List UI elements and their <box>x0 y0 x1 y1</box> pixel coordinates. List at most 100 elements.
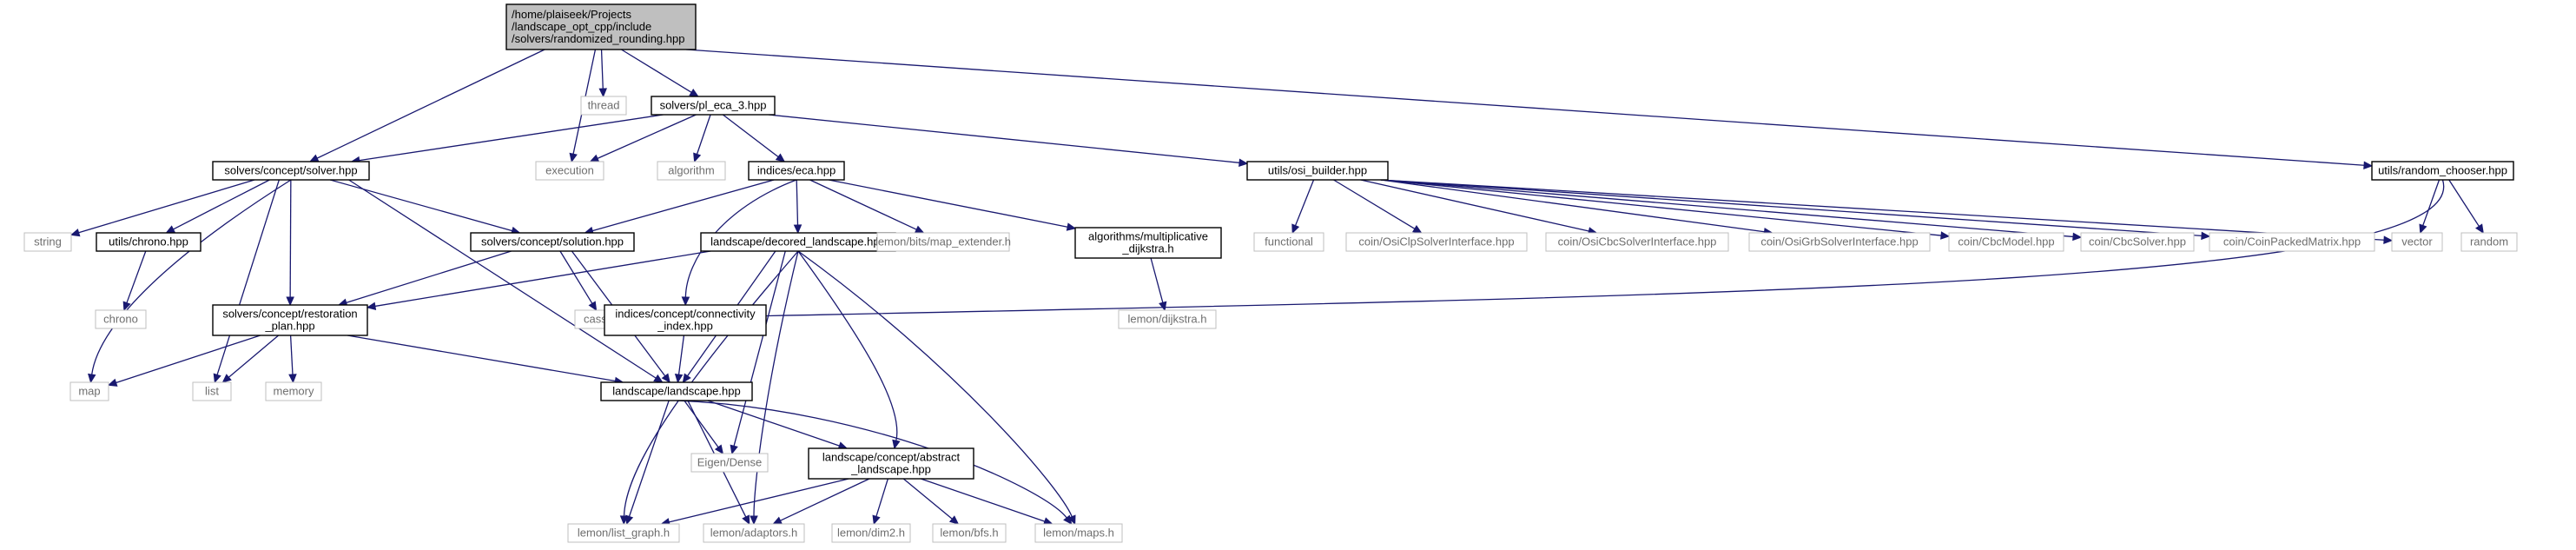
edge-osi_builder-to-osiclp <box>1333 179 1423 234</box>
node-pl_eca_3[interactable]: solvers/pl_eca_3.hpp <box>651 96 776 116</box>
node-solution[interactable]: solvers/concept/solution.hpp <box>470 232 635 252</box>
arrowhead <box>693 152 702 163</box>
arrowhead <box>122 301 131 312</box>
arrowhead <box>682 373 691 384</box>
edge-line <box>797 250 1073 517</box>
edge-decored-to-abstract <box>797 250 901 450</box>
node-label: lemon/bfs.h <box>940 527 998 540</box>
arrowhead <box>88 373 96 384</box>
node-label: /solvers/randomized_rounding.hpp <box>512 32 684 45</box>
edge-solver-to-solution <box>329 179 521 235</box>
node-label: thread <box>588 99 620 112</box>
node-label: lemon/dim2.h <box>837 527 905 540</box>
node-box <box>932 523 1007 543</box>
arrowhead <box>286 296 294 307</box>
edge-line <box>828 179 1068 228</box>
edge-line <box>796 179 799 226</box>
node-solver[interactable]: solvers/concept/solver.hpp <box>212 161 370 181</box>
edge-line <box>591 179 775 232</box>
edge-line <box>126 250 147 303</box>
edge-root-to-random_chooser <box>686 49 2374 169</box>
node-thread: thread <box>580 96 627 116</box>
edge-osi_builder-to-coinpacked <box>1380 179 2211 241</box>
node-label: string <box>34 235 62 248</box>
node-label: solvers/concept/solver.hpp <box>224 164 357 177</box>
edge-decored-to-restoration <box>366 250 711 311</box>
node-label: utils/osi_builder.hpp <box>1268 164 1367 177</box>
node-map: map <box>69 381 109 401</box>
edge-line <box>797 250 898 441</box>
edge-landscape-to-eigen <box>684 400 724 454</box>
edge-line <box>559 250 593 304</box>
node-root[interactable]: /home/plaiseek/Projects/landscape_opt_cp… <box>505 3 697 50</box>
edge-line <box>1294 179 1315 226</box>
node-box <box>1345 232 1528 252</box>
node-abstract[interactable]: landscape/concept/abstract_landscape.hpp <box>808 447 974 480</box>
node-box <box>1118 309 1217 329</box>
edge-solution-to-cassert <box>559 250 598 312</box>
node-list: list <box>192 381 232 401</box>
edge-line <box>1333 179 1416 229</box>
arrowhead <box>2201 231 2211 241</box>
arrowhead <box>1067 514 1076 526</box>
node-connectivity[interactable]: indices/concept/connectivity_index.hpp <box>604 304 767 336</box>
node-box <box>212 161 370 181</box>
node-box <box>703 523 805 543</box>
arrowhead <box>730 444 738 455</box>
edge-random_chooser-to-vector <box>2419 179 2441 235</box>
node-label: indices/concept/connectivity <box>615 308 756 321</box>
edge-landscape-to-abstract <box>707 400 849 450</box>
edge-line <box>91 179 292 375</box>
arrowhead <box>793 224 803 235</box>
edge-abstract-to-dim2 <box>872 478 888 526</box>
edge-line <box>621 49 692 93</box>
edge-line <box>696 114 711 155</box>
node-restoration[interactable]: solvers/concept/restoration_plan.hpp <box>212 304 368 336</box>
node-decored[interactable]: landscape/decored_landscape.hpp <box>700 232 896 252</box>
node-box <box>1074 227 1222 259</box>
node-label: random <box>2470 235 2508 248</box>
edge-solver-to-string <box>69 179 255 237</box>
edge-osi_builder-to-cbcmodel <box>1380 179 1951 240</box>
node-landscape[interactable]: landscape/landscape.hpp <box>600 381 753 401</box>
node-label: coin/OsiCbcSolverInterface.hpp <box>1558 235 1717 248</box>
edges-layer <box>69 49 2484 527</box>
node-box <box>1748 232 1931 252</box>
edge-line <box>733 250 786 447</box>
arrowhead <box>775 153 786 162</box>
edge-pl_eca_3-to-algorithm <box>693 114 711 163</box>
node-label: coin/CbcSolver.hpp <box>2089 235 2186 248</box>
node-label: landscape/landscape.hpp <box>612 385 740 398</box>
arrowhead <box>589 154 600 162</box>
edge-line <box>78 179 255 234</box>
edge-line <box>347 335 616 382</box>
edge-line <box>289 335 294 375</box>
node-osiclp: coin/OsiClpSolverInterface.hpp <box>1345 232 1528 252</box>
edge-line <box>1150 257 1164 303</box>
node-label: coin/CbcModel.hpp <box>1958 235 2054 248</box>
arrowhead <box>221 374 232 383</box>
node-bfs: lemon/bfs.h <box>932 523 1007 543</box>
node-box <box>651 96 776 116</box>
node-label: lemon/bits/map_extender.h <box>875 235 1011 248</box>
node-box <box>2391 232 2443 252</box>
edge-mult_dijkstra-to-lemon_dijkstra <box>1150 257 1167 312</box>
node-osi_builder[interactable]: utils/osi_builder.hpp <box>1246 161 1389 181</box>
node-label: functional <box>1265 235 1313 248</box>
node-eca[interactable]: indices/eca.hpp <box>748 161 845 181</box>
node-string: string <box>23 232 72 252</box>
node-box <box>831 523 911 543</box>
node-box <box>192 381 232 401</box>
node-chrono_hpp[interactable]: utils/chrono.hpp <box>96 232 201 252</box>
node-osigrb: coin/OsiGrbSolverInterface.hpp <box>1748 232 1931 252</box>
edge-solver-to-restoration <box>286 179 294 307</box>
edge-line <box>374 250 711 308</box>
node-random_chooser[interactable]: utils/random_chooser.hpp <box>2371 161 2514 181</box>
edge-line <box>902 478 953 520</box>
arrowhead <box>750 515 758 526</box>
node-mult_dijkstra[interactable]: algorithms/multiplicative_dijkstra.h <box>1074 227 1222 259</box>
edge-decored-to-maps <box>797 250 1076 526</box>
node-label: vector <box>2401 235 2433 248</box>
node-label: /landscape_opt_cpp/include <box>512 20 651 33</box>
edge-line <box>768 114 1240 163</box>
